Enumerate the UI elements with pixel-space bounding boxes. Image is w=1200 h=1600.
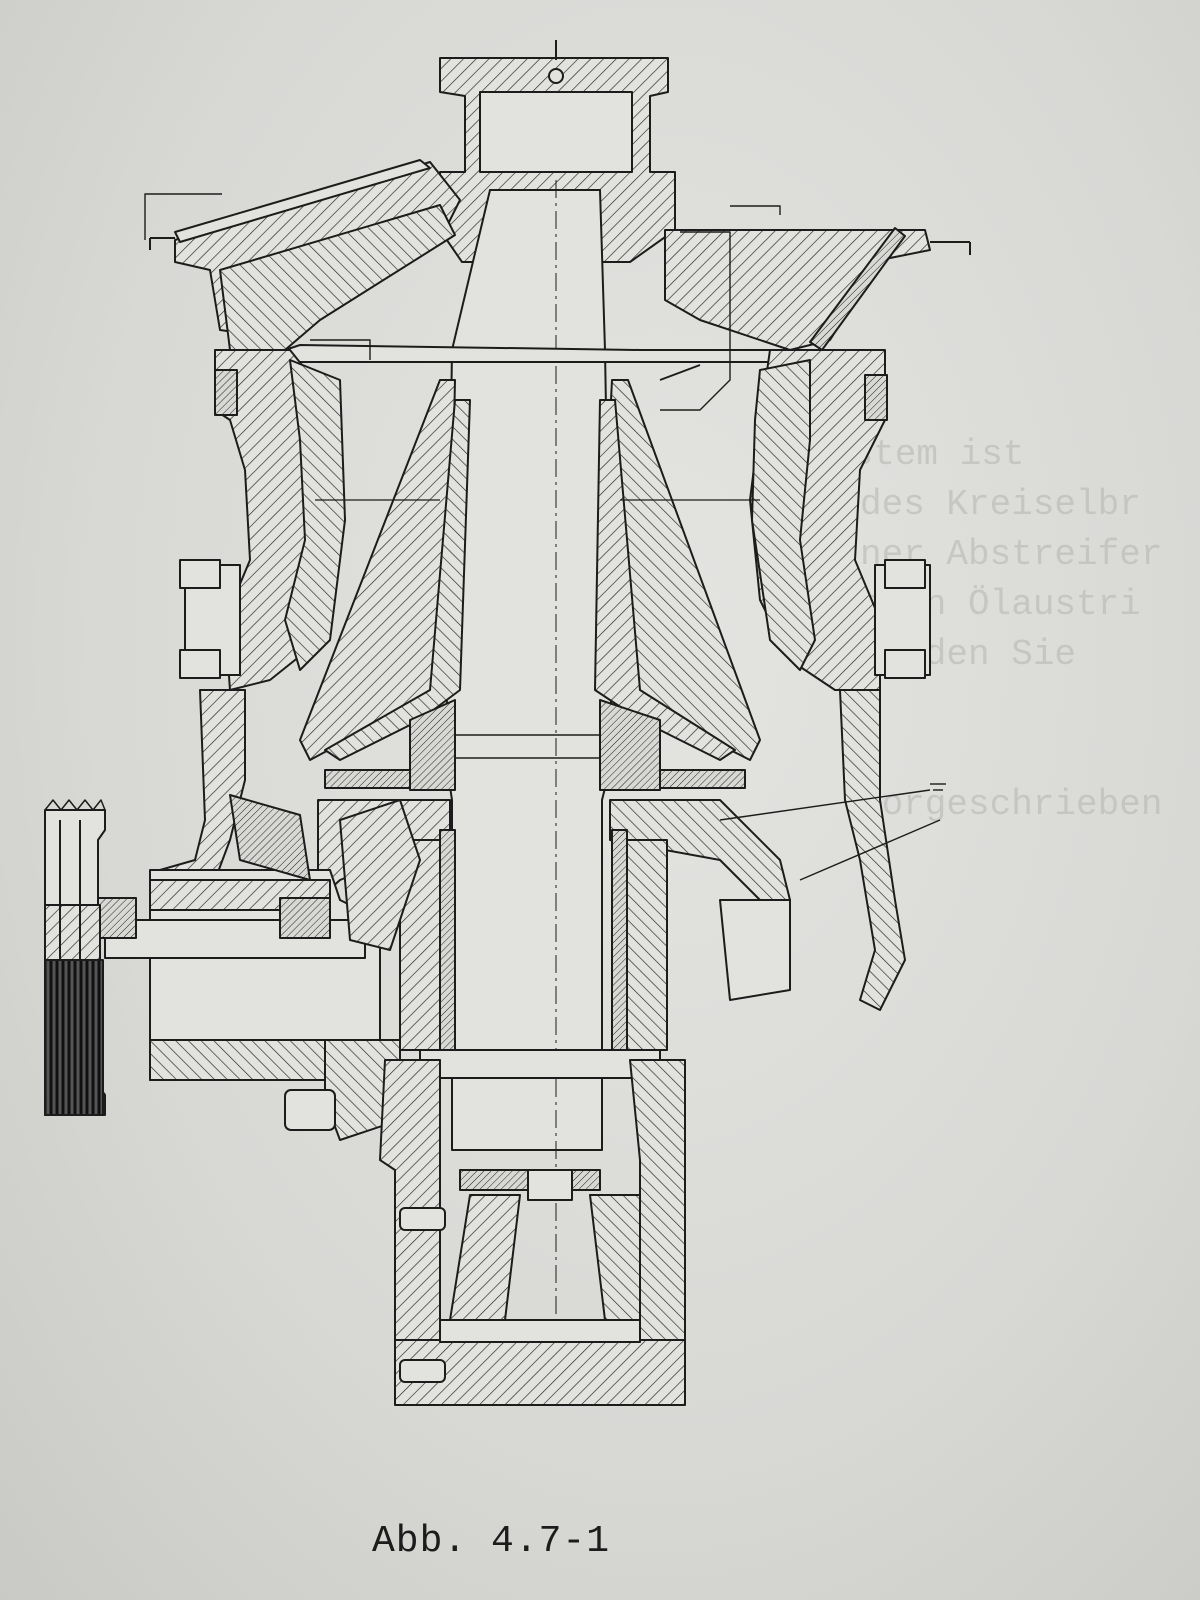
bleed-line: des Kreiselbr — [860, 484, 1141, 525]
bottom-shell — [379, 1059, 686, 1406]
crushing-head-mantle — [299, 379, 761, 791]
bowl-right — [659, 349, 931, 691]
figure-caption: Abb. 4.7-1 — [372, 1520, 611, 1563]
lubrication-lines — [144, 193, 946, 881]
upper-frame-top-shell — [149, 159, 971, 363]
eccentric-bushing — [399, 829, 668, 1079]
step-bearing — [399, 1169, 641, 1383]
bleed-line: vorgeschrieben — [860, 784, 1163, 825]
v-belt-pulley — [44, 799, 106, 1116]
countershaft-assembly — [95, 794, 421, 1141]
feed-hopper — [439, 40, 676, 263]
bowl-left — [179, 349, 346, 691]
